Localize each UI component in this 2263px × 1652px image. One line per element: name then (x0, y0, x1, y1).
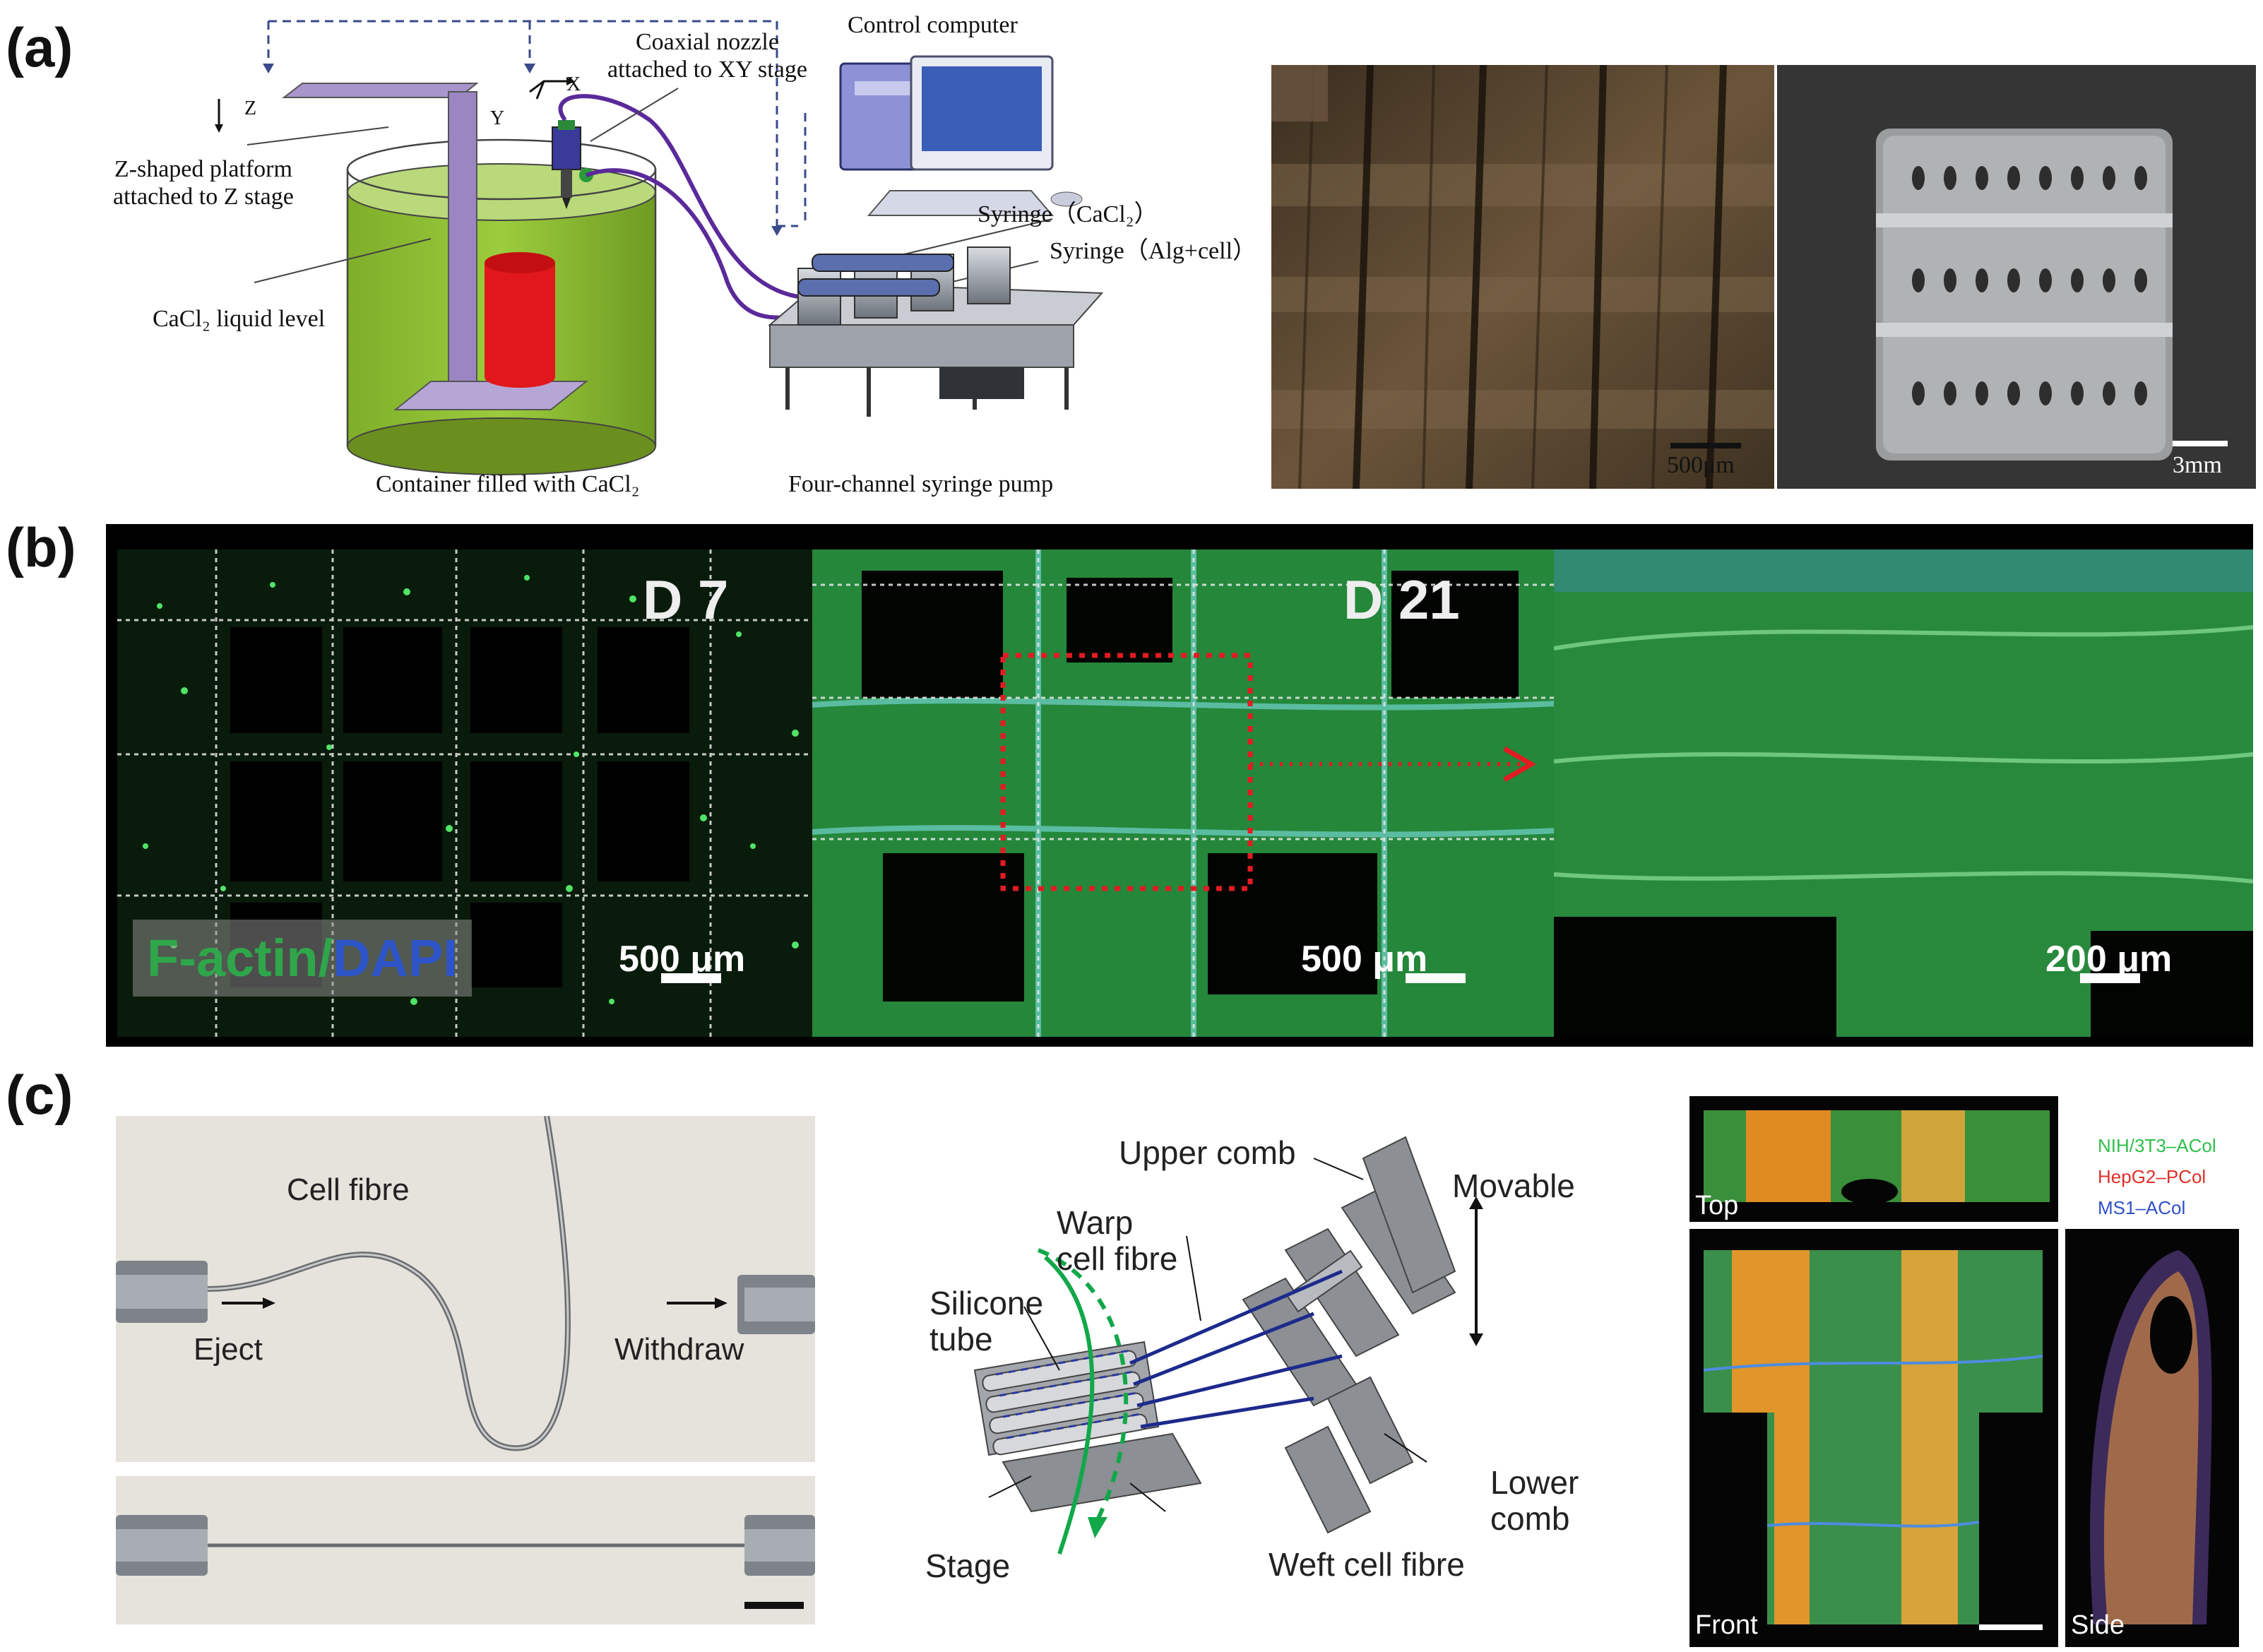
syringe-cacl2-label: Syringe（CaCl₂） (978, 201, 1158, 227)
lower-comb-label: Lower comb (1490, 1465, 1579, 1536)
scaffold-construct (1876, 129, 2173, 460)
weft-label: Weft cell fibre (1269, 1546, 1465, 1583)
scale-label-d7: 500 μm (619, 939, 746, 980)
woven-side-view: Side (2065, 1229, 2239, 1647)
control-computer-label: Control computer (848, 12, 1018, 38)
pump-label: Four-channel syringe pump (788, 471, 1054, 497)
silicone-label-1: Silicone (929, 1285, 1044, 1321)
platform-label-1: Z-shaped platform (114, 156, 292, 182)
axis-z-label: Z (244, 97, 257, 119)
warp-label: Warp cell fibre (1057, 1205, 1177, 1276)
weft-fibre (1044, 1255, 1095, 1555)
platform-label-2: attached to Z stage (113, 184, 294, 210)
legend-nih3t3: NIH/3T3–ACol (2098, 1135, 2216, 1156)
axis-y-label: Y (490, 107, 505, 129)
day-21-label: D 21 (1343, 569, 1460, 631)
upper-comb-label: Upper comb (1119, 1134, 1296, 1171)
warp-label-2: cell fibre (1057, 1240, 1178, 1277)
syringe-alg-label: Syringe（Alg+cell） (1050, 238, 1257, 264)
legend-ms1: MS1–ACol (2098, 1197, 2186, 1219)
lower-comb (1284, 1376, 1414, 1534)
scale-label-d21: 500 μm (1301, 939, 1428, 980)
bioprinter-schematic (215, 20, 1104, 475)
stain-legend: F-actin/DAPI (133, 920, 472, 997)
weaving-schematic (973, 1136, 1483, 1555)
control-computer (839, 55, 1083, 216)
coaxial-nozzle-label: Coaxial nozzle attached to XY stage (607, 28, 807, 83)
silicone-label-2: tube (929, 1320, 993, 1357)
day-7-label: D 7 (643, 569, 729, 631)
micrograph-scale-label: 500μm (1667, 452, 1735, 478)
woven-top-view: Top (1689, 1096, 2058, 1222)
coaxial-nozzle (552, 120, 593, 209)
stage-label: Stage (925, 1547, 1011, 1584)
view-front-label: Front (1695, 1610, 1758, 1640)
withdraw-label: Withdraw (614, 1332, 744, 1367)
lower-comb-label-1: Lower (1490, 1464, 1579, 1501)
fluor-image-zoom (1554, 549, 2253, 1037)
z-shaped-platform (282, 83, 588, 410)
panel-c-label: (c) (6, 1064, 73, 1126)
scaffold-photo: 3mm (1777, 65, 2256, 489)
photo-scale-label: 3mm (2173, 452, 2222, 478)
platform-label: Z-shaped platform attached to Z stage (113, 155, 294, 210)
panel-b-frame: D 7 F-actin/DAPI 500 μm D 21 500 μm (106, 524, 2253, 1047)
silicone-tubes (973, 1341, 1160, 1456)
lower-comb-label-2: comb (1490, 1499, 1570, 1537)
axis-x-label: X (566, 73, 581, 95)
upper-comb (1242, 1136, 1456, 1407)
panel-b-label: (b) (6, 516, 76, 578)
fluor-image-d21 (812, 549, 1596, 1037)
fluor-legend: NIH/3T3–ACol HepG2–PCol MS1–ACol (2098, 1130, 2216, 1224)
warp-label-1: Warp (1057, 1204, 1134, 1241)
panel-a-label: (a) (6, 16, 73, 78)
cell-fibre-image-bottom (116, 1476, 815, 1624)
cell-fibre-image-top: Cell fibre Eject Withdraw (116, 1116, 815, 1462)
printed-construct (485, 252, 555, 388)
silicone-label: Silicone tube (929, 1285, 1043, 1357)
view-side-label: Side (2071, 1610, 2125, 1640)
four-channel-syringe-pump (768, 246, 1104, 417)
scale-label-zoom: 200 μm (2045, 939, 2173, 980)
cell-fibre-label: Cell fibre (287, 1172, 410, 1207)
coaxial-nozzle-label-2: attached to XY stage (607, 57, 807, 83)
view-top-label: Top (1695, 1191, 1739, 1220)
legend-hepg2: HepG2–PCol (2098, 1166, 2206, 1188)
eject-label: Eject (194, 1332, 263, 1367)
stain-sep: / (318, 929, 333, 987)
woven-front-view: Front (1689, 1229, 2058, 1647)
stain-dapi: DAPI (333, 929, 458, 987)
zoom-arrow (1250, 746, 1536, 783)
coaxial-nozzle-label-1: Coaxial nozzle (635, 29, 779, 55)
container-label: Container filled with CaCl₂ (376, 471, 640, 497)
stain-factin: F-actin (147, 929, 319, 987)
liquid-level-label: CaCl₂ liquid level (153, 306, 326, 332)
movable-label: Movable (1452, 1167, 1575, 1204)
fiber-micrograph: 500μm (1271, 65, 1774, 489)
